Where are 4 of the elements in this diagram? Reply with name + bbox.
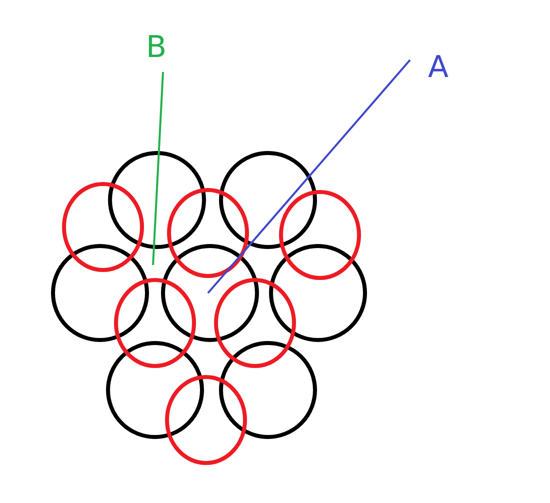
leader-line <box>207 59 411 294</box>
leader-line <box>152 72 164 266</box>
callout-letter: A <box>428 51 449 85</box>
callout-letter: B <box>146 31 167 65</box>
